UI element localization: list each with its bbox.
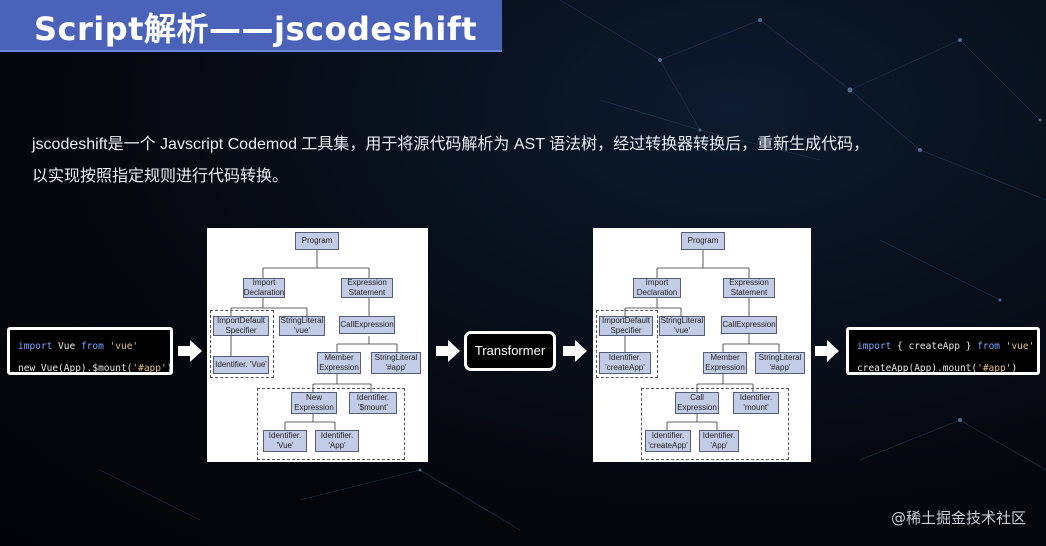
ast-node-string-literal-vue: StringLiteral 'vue'	[659, 316, 705, 336]
ast-node-expression-statement: Expression Statement	[723, 278, 775, 298]
ast-node-member-expression: Member Expression	[317, 352, 361, 374]
dashed-group	[257, 388, 405, 460]
ast-node-identifier-app: Identifier. 'App'	[699, 430, 739, 452]
ast-node-identifier-app: Identifier. 'App'	[315, 430, 359, 452]
dashed-group	[596, 310, 658, 378]
output-code-box: import { createApp } from 'vue' createAp…	[846, 327, 1040, 375]
description-line-2: 以实现按照指定规则进行代码转换。	[32, 168, 289, 185]
ast-node-program: Program	[295, 232, 339, 250]
output-code-line-1: import { createApp } from 'vue'	[857, 341, 1035, 352]
arrow-right-icon	[815, 340, 839, 362]
dashed-group	[210, 310, 274, 378]
ast-node-string-literal-app: StringLiteral '#app'	[755, 352, 805, 374]
input-code-line-2: new Vue(App).$mount('#app')	[18, 363, 173, 374]
ast-node-identifier-vue: Identifier. 'Vue'	[213, 356, 269, 374]
arrow-right-icon	[436, 340, 460, 362]
transformer-box: Transformer	[464, 331, 556, 371]
input-code-box: import Vue from 'vue' new Vue(App).$moun…	[7, 327, 173, 375]
title-banner: Script解析——jscodeshift	[0, 0, 502, 52]
ast-node-identifier-mount: Identifier. '$mount'	[349, 392, 397, 414]
ast-node-identifier-mount: Identifier. 'mount'	[733, 392, 779, 414]
ast-node-expression-statement: Expression Statement	[341, 278, 393, 298]
ast-node-string-literal-app: StringLiteral '#app'	[371, 352, 421, 374]
ast-node-string-literal-vue: StringLiteral 'vue'	[279, 316, 325, 336]
ast-node-call-expression: CallExpression	[721, 316, 777, 334]
ast-node-identifier-createapp-2: Identifier. 'createApp'	[645, 430, 691, 452]
output-code-line-2: createApp(App).mount('#app')	[857, 363, 1018, 374]
ast-node-identifier-createapp: Identifier. 'createApp'	[599, 352, 651, 374]
ast-node-identifier-vue-2: Identifier. 'Vue'	[263, 430, 307, 452]
ast-node-call-expression-2: Call Expression	[675, 392, 719, 414]
ast-node-call-expression: CallExpression	[339, 316, 395, 334]
input-code-line-1: import Vue from 'vue'	[18, 341, 139, 352]
ast-node-new-expression: New Expression	[291, 392, 337, 414]
slide-title: Script解析——jscodeshift	[34, 10, 478, 48]
watermark: @稀土掘金技术社区	[890, 509, 1026, 527]
ast-after-edges	[624, 250, 780, 430]
ast-node-import-declaration: Import Declaration	[243, 278, 285, 298]
ast-node-member-expression: Member Expression	[703, 352, 747, 374]
description-line-1: jscodeshift是一个 Javscript Codemod 工具集，用于将…	[32, 136, 870, 153]
ast-node-import-declaration: Import Declaration	[633, 278, 681, 298]
ast-before-edges	[230, 250, 398, 430]
arrow-right-icon	[563, 340, 587, 362]
arrow-right-icon	[178, 340, 202, 362]
ast-node-import-default-specifier: ImportDefault Specifier	[213, 316, 269, 336]
ast-before-panel: Program Import Declaration Expression St…	[207, 228, 428, 462]
ast-node-import-default-specifier: ImportDefault Specifier	[599, 316, 653, 336]
ast-node-program: Program	[681, 232, 725, 250]
dashed-group	[641, 388, 789, 460]
ast-after-panel: Program Import Declaration Expression St…	[593, 228, 811, 462]
